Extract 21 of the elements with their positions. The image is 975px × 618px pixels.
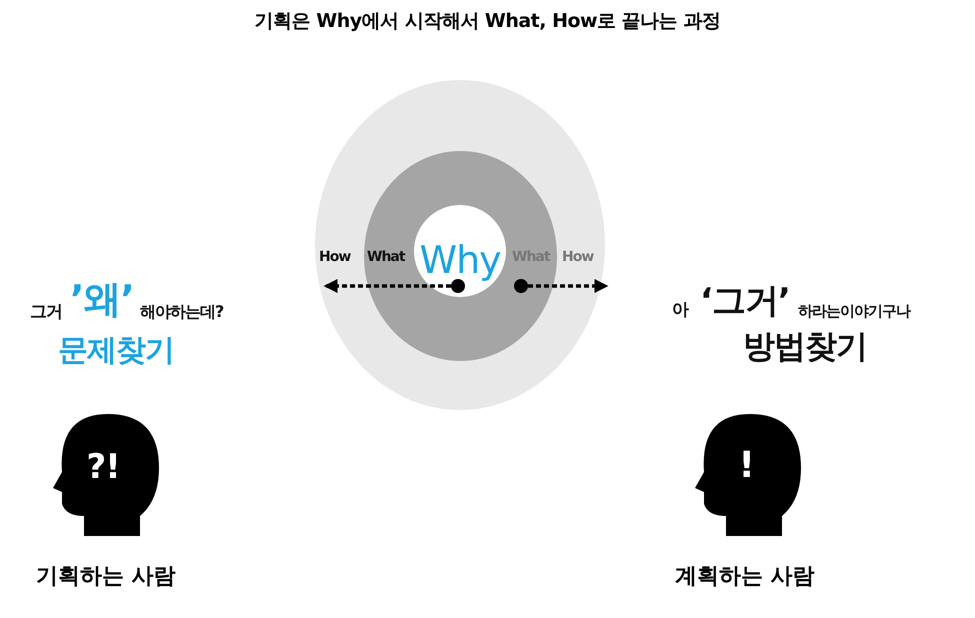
speech-text: 하라는이야기구나 [798, 304, 910, 319]
speech-text: 문제찾기 [58, 336, 174, 366]
person-caption: 계획하는 사람 [675, 566, 815, 588]
dotted-arrow [528, 279, 608, 293]
speech-text: ’왜’ [70, 280, 134, 318]
dot-marker [514, 279, 528, 293]
person-caption: 기획하는 사람 [36, 566, 176, 588]
head-symbol: ?! [86, 450, 120, 484]
dot-marker [451, 279, 465, 293]
dotted-arrow [324, 279, 451, 293]
speech-text: ‘그거’ [700, 284, 790, 318]
ring-label: What [367, 250, 405, 264]
speech-text: 방법찾기 [743, 330, 867, 362]
speech-text: 그거 [30, 304, 62, 321]
title: 기획은 Why에서 시작해서 What, How로 끝나는 과정 [254, 12, 722, 31]
speech-text: 해야하는데? [140, 304, 224, 320]
ring-label: How [319, 250, 350, 264]
center-label: Why [420, 241, 501, 279]
ring-label: How [562, 250, 594, 264]
head-symbol: ! [738, 448, 754, 484]
speech-text: 아 [672, 302, 688, 319]
